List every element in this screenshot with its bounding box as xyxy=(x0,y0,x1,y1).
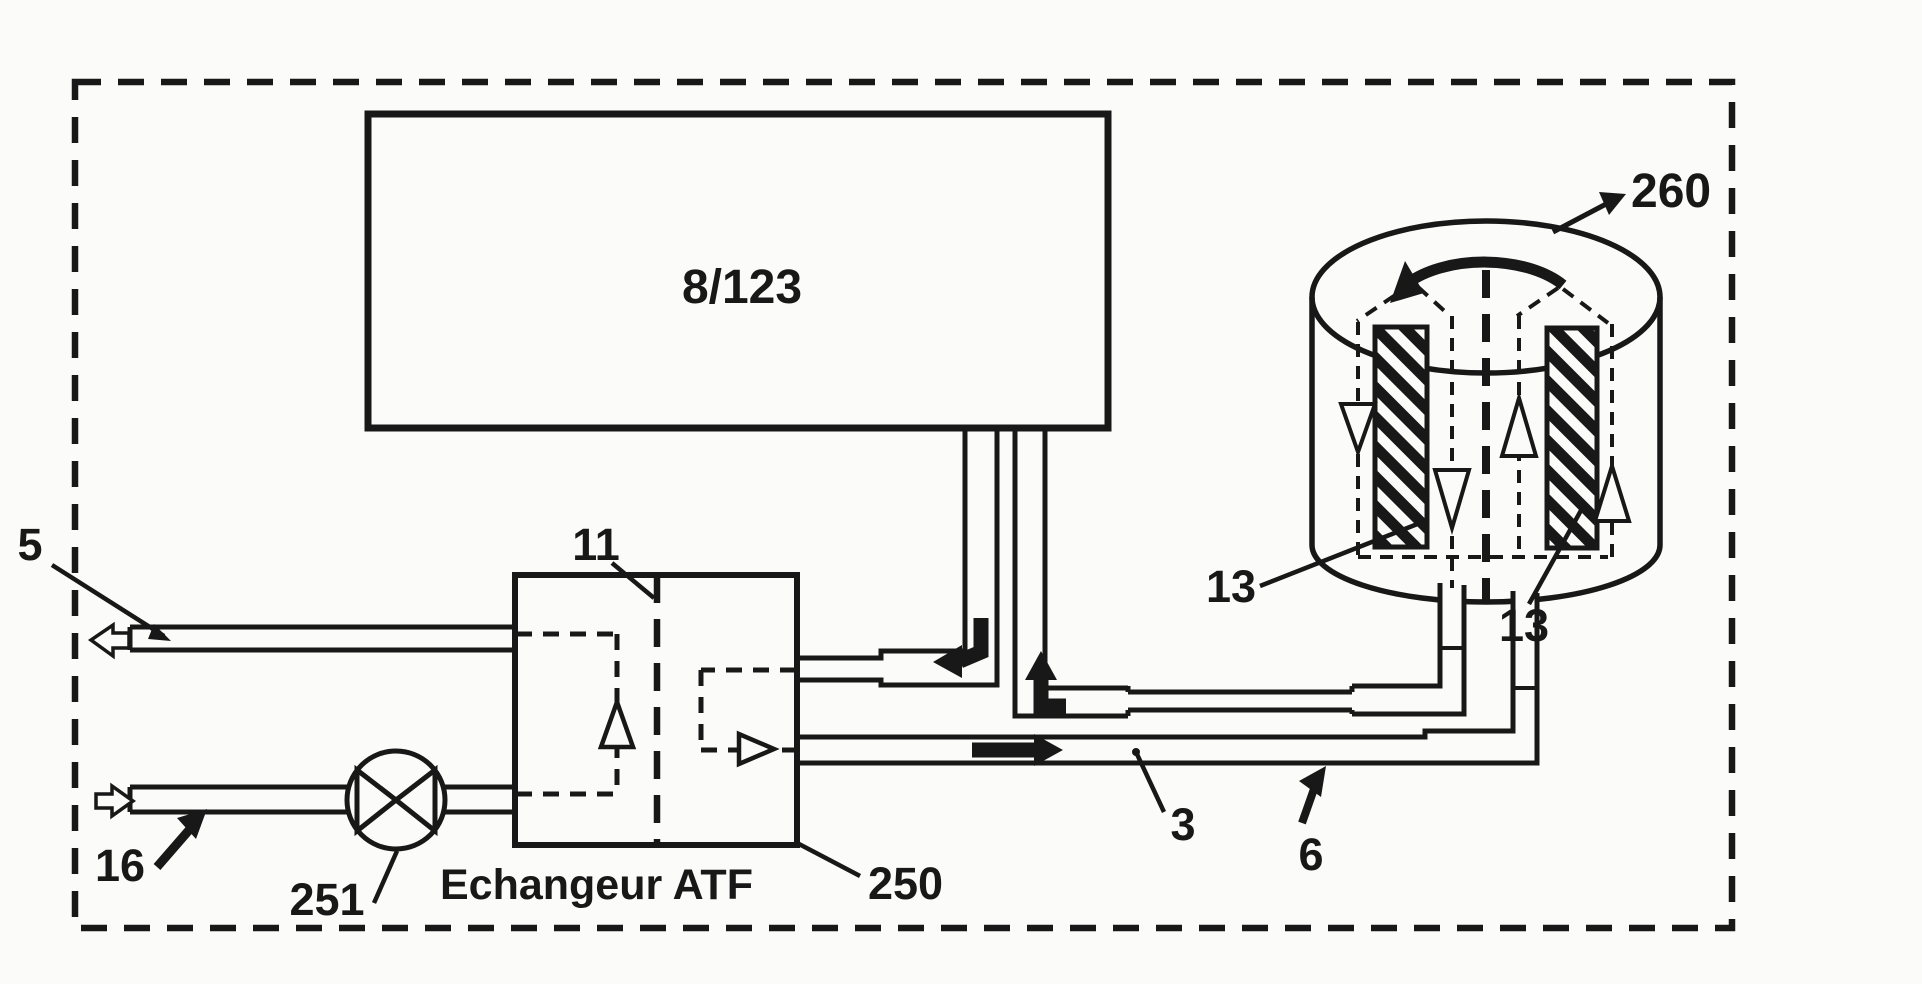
leader-250 xyxy=(797,842,862,878)
valve-body-circle xyxy=(344,748,448,852)
ref-3-label: 3 xyxy=(1170,799,1195,850)
ref-16-label: 16 xyxy=(95,840,145,891)
boundary-dashed-rect xyxy=(71,78,1736,932)
ref-13-left-label: 13 xyxy=(1206,561,1256,612)
ref-11-label: 11 xyxy=(572,519,620,570)
valve-bowtie-left xyxy=(354,764,401,837)
pipework xyxy=(87,428,1540,820)
top-flow-dash-right-inner xyxy=(1515,286,1560,318)
flow-arrow-b-shaft xyxy=(1033,678,1066,714)
leader-13-right xyxy=(1527,503,1586,606)
transmission-unit: 8/123 xyxy=(364,110,1112,432)
top-flow-dash-left-inner xyxy=(1416,285,1452,318)
rotation-arrow-head-icon xyxy=(1390,261,1424,303)
leader-5-head-icon xyxy=(148,624,171,641)
outflow-arrow-icon xyxy=(87,621,131,660)
pipe-3-outline xyxy=(797,591,1540,766)
top-flow-dash-left-outer xyxy=(1355,281,1415,323)
valve-bowtie-right xyxy=(391,764,438,837)
ref-250-label: 250 xyxy=(868,858,943,909)
flow-up-arrow-inner-icon xyxy=(1499,390,1539,458)
flow-down-arrow-inner-icon xyxy=(1432,468,1472,536)
leader-13-left xyxy=(1259,520,1421,589)
magnet-left-block xyxy=(1372,324,1430,550)
transmission-box xyxy=(364,110,1112,432)
ref-251-label: 251 xyxy=(289,874,364,925)
flow-arrow-a-shaft xyxy=(957,618,989,668)
ref-13-right-label: 13 xyxy=(1499,600,1549,651)
electric-machine-internals xyxy=(1338,256,1632,600)
atf-exchanger xyxy=(512,572,800,848)
flow-up-arrow-outer-icon xyxy=(1592,459,1632,523)
flow-down-arrow-outer-icon xyxy=(1338,402,1378,458)
pipe-5-outline xyxy=(127,624,515,653)
leader-11 xyxy=(610,561,656,600)
leader-260-shaft xyxy=(1551,200,1610,235)
top-flow-dash-right-outer xyxy=(1561,287,1610,325)
reference-labels: 5 11 16 251 Echangeur ATF 250 3 6 13 13 xyxy=(17,165,1711,925)
pipe-16-right-outline xyxy=(444,784,515,815)
ref-5-label: 5 xyxy=(17,519,42,570)
stub-left-mask xyxy=(1442,558,1462,668)
pipe-16-left-outline xyxy=(127,784,348,815)
stub-right-mask xyxy=(1515,562,1535,692)
transmission-label: 8/123 xyxy=(682,261,802,314)
pipe-machine-left-stub xyxy=(1352,583,1467,717)
exchanger-name-label: Echangeur ATF xyxy=(440,861,753,909)
flow-arrow-a-head-icon xyxy=(933,645,962,678)
inflow-arrow-icon xyxy=(94,782,137,820)
oil-right-arrow-icon xyxy=(736,730,780,768)
machine-bottom-arc xyxy=(1309,544,1663,605)
leader-3 xyxy=(1133,751,1167,813)
exchanger-coolant-path xyxy=(516,631,620,797)
exchanger-oil-path xyxy=(698,667,796,753)
rotation-arc xyxy=(1404,256,1567,290)
flow-arrow-3-head-icon xyxy=(1034,734,1063,766)
system-boundary xyxy=(71,78,1736,932)
flow-arrow-b-head-icon xyxy=(1025,651,1057,680)
coolant-up-arrow-icon xyxy=(597,695,637,750)
leader-251 xyxy=(371,850,400,904)
pipe-supply-from-transmission xyxy=(797,428,1000,688)
ref-6-label: 6 xyxy=(1298,829,1323,880)
valve-251 xyxy=(344,748,448,852)
ref-260-label: 260 xyxy=(1631,165,1711,218)
leader-16-head-icon xyxy=(177,809,207,839)
leader-6-shaft xyxy=(1298,787,1318,825)
leader-260-head-icon xyxy=(1599,192,1626,215)
pipe-return-mid xyxy=(1128,689,1352,713)
leader-5 xyxy=(50,563,166,638)
magnet-right-block xyxy=(1544,325,1600,551)
leader-6-head-icon xyxy=(1299,766,1326,797)
leader-16-shaft xyxy=(153,826,194,870)
